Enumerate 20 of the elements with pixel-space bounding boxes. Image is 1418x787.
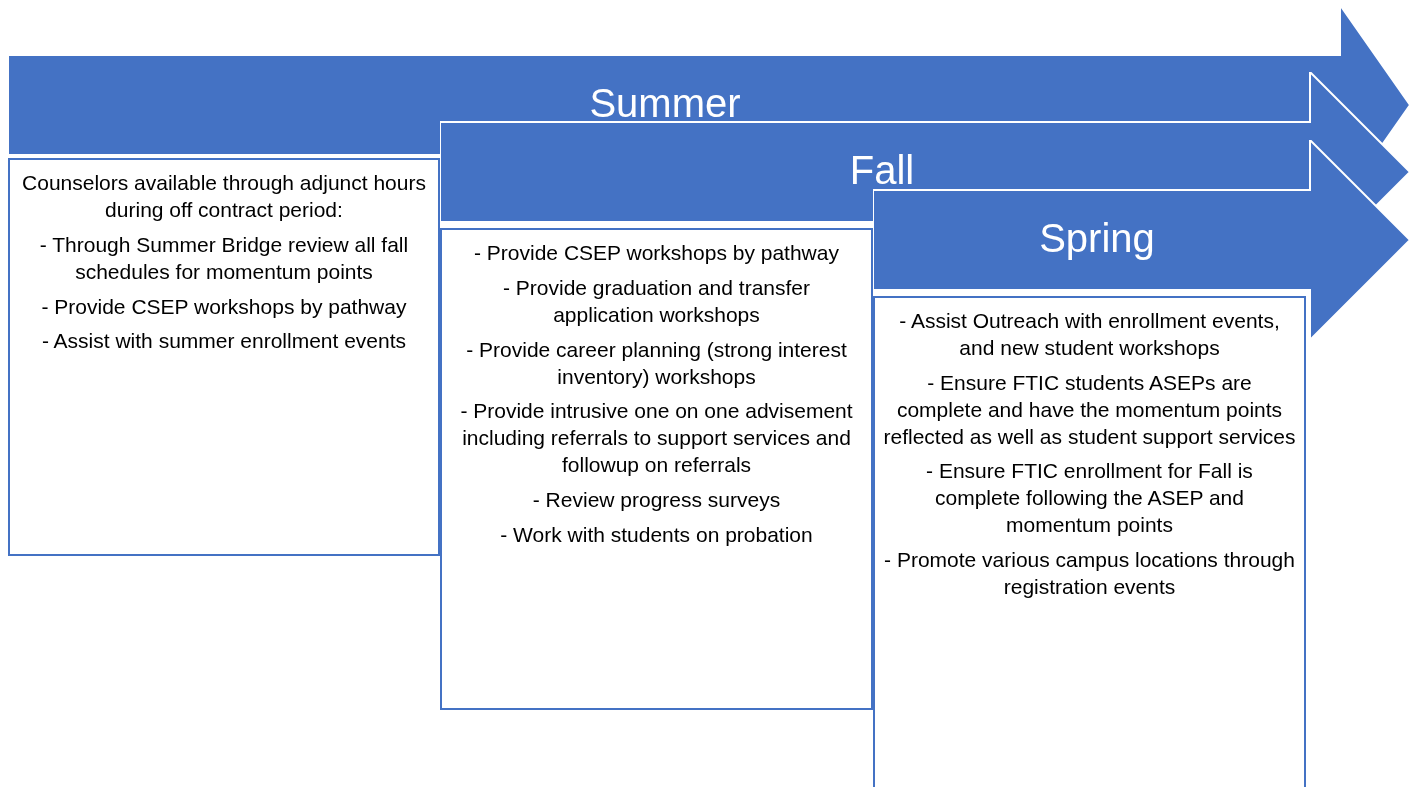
activity-text: - Provide CSEP workshops by pathway xyxy=(40,293,408,320)
activity-text: - Assist with summer enrollment events xyxy=(40,328,408,355)
season-heading: Spring xyxy=(1038,216,1156,261)
activity-text: - Provide career planning (strong interest inventory) workshops xyxy=(465,336,848,390)
activity-text: - Ensure FTIC students ASEPs are complete and have the momentum points reflected as well as student support services xyxy=(883,369,1296,450)
activity-box xyxy=(8,158,440,556)
activity-text: - Through Summer Bridge review all fall schedules for momentum points xyxy=(38,231,410,285)
season-heading: Fall xyxy=(848,148,916,193)
activity-box xyxy=(873,296,1306,787)
activity-text: - Work with students on probation xyxy=(499,521,814,548)
activity-text: - Provide graduation and transfer application workshops xyxy=(502,274,811,328)
activity-text: - Assist Outreach with enrollment events, and new student workshops xyxy=(898,308,1281,361)
activity-text: - Ensure FTIC enrollment for Fall is complete following the ASEP and momentum points xyxy=(925,458,1254,539)
activity-text: - Review progress surveys xyxy=(531,487,782,513)
activity-text: - Provide CSEP workshops by pathway xyxy=(473,240,840,266)
activity-text: - Provide intrusive one on one advisement including referrals to support services and followup on referrals xyxy=(459,398,854,479)
activity-box xyxy=(440,228,873,710)
activity-text: Counselors available through adjunct hours during off contract period: xyxy=(21,170,427,223)
season-heading: Summer xyxy=(588,81,742,126)
activity-text: - Promote various campus locations through registration events xyxy=(883,547,1296,600)
